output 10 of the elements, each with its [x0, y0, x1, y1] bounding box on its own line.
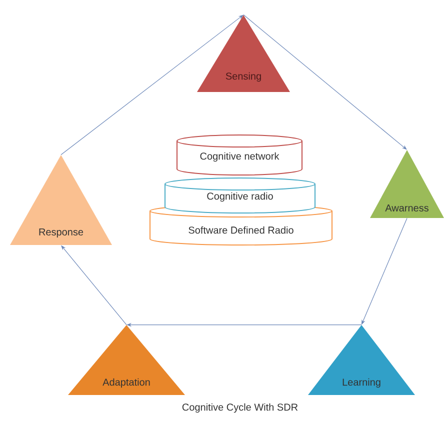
triangle: Response [10, 155, 112, 245]
triangle: Sensing [197, 15, 290, 92]
cylinder-layer: Software Defined Radio [150, 204, 332, 246]
triangle: Awarness [370, 150, 444, 218]
triangle: Learning [308, 325, 415, 395]
caption: Cognitive Cycle With SDR [182, 403, 298, 413]
triangle: Adaptation [68, 325, 185, 395]
cylinder-layer: Cognitive radio [164, 178, 316, 214]
arrow [243, 14, 407, 150]
cylinder-layer: Cognitive network [176, 134, 302, 176]
